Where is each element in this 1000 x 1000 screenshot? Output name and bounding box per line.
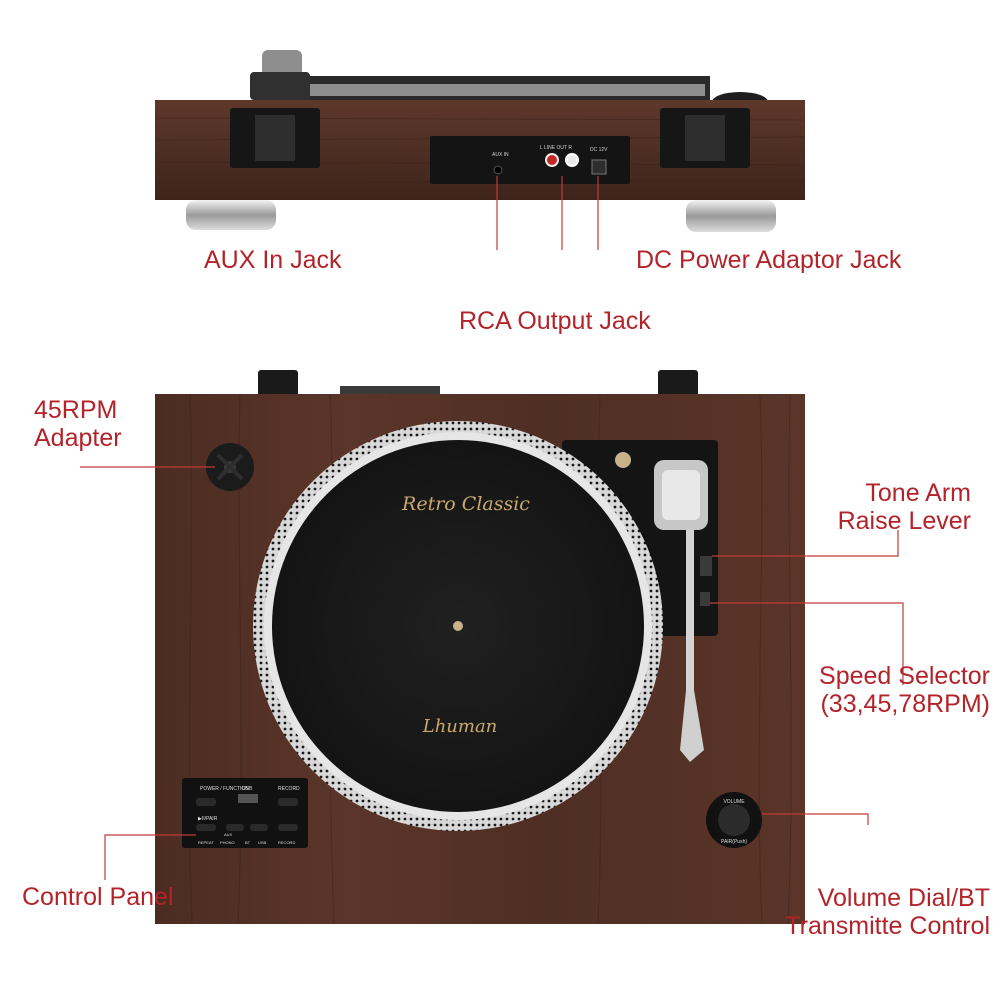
volume-dial-label-line1: Volume Dial/BT	[817, 884, 990, 912]
tone-arm[interactable]	[654, 460, 708, 762]
control-panel-label: Control Panel	[22, 883, 174, 911]
power-function-button[interactable]	[196, 798, 216, 806]
leader-lines-top	[496, 176, 599, 250]
spindle	[453, 621, 463, 631]
line-out-text: L LINE OUT R	[540, 145, 572, 151]
bt-text: BT	[245, 840, 251, 845]
repeat-text: REPEAT	[198, 840, 214, 845]
rca-left-jack[interactable]	[545, 153, 559, 167]
prev-button[interactable]	[226, 824, 244, 831]
dc-power-jack-label: DC Power Adaptor Jack	[636, 246, 902, 274]
aux-text: AUX	[224, 832, 233, 837]
pair-push-text: PAIR(Push)	[721, 839, 747, 845]
lid-hinge-right	[658, 370, 698, 398]
volume-text: VOLUME	[723, 799, 745, 805]
45rpm-adapter-label-line2: Adapter	[34, 424, 122, 452]
back-connector-panel	[430, 136, 630, 184]
foot-left	[186, 200, 276, 230]
phono-text: PHONO	[220, 840, 235, 845]
dc-jack[interactable]	[591, 159, 607, 175]
leader-lines-bottom	[80, 466, 904, 880]
volume-dial-label-line2: Transmitte Control	[785, 912, 990, 940]
tone-arm-label-line1: Tone Arm	[865, 479, 971, 507]
back-edge	[340, 386, 440, 396]
turntable-back-view: AUX IN L LINE OUT R DC 12V	[154, 50, 806, 250]
hinge-right	[660, 108, 750, 168]
record-button[interactable]	[278, 798, 298, 806]
tone-arm-raise-lever[interactable]	[700, 556, 712, 576]
play-pair-button[interactable]	[196, 824, 216, 831]
mat-brand-retro: Retro Classic	[401, 493, 530, 515]
tonearm-base	[250, 50, 310, 100]
power-function-text: POWER / FUNCTION	[200, 786, 249, 792]
record-small-text: RECORD	[278, 840, 295, 845]
tone-arm-label-line2: Raise Lever	[837, 507, 971, 535]
aux-in-jack-label: AUX In Jack	[204, 246, 342, 274]
record-text: RECORD	[278, 786, 300, 792]
speed-selector-label-line1: Speed Selector	[819, 662, 990, 690]
next-button[interactable]	[250, 824, 268, 831]
volume-dial[interactable]: VOLUME PAIR(Push)	[706, 792, 762, 848]
mat-brand-lhuman: Lhuman	[422, 716, 498, 737]
hinge-left	[230, 108, 320, 168]
usb-small-text: USB	[258, 840, 267, 845]
usb-port[interactable]	[238, 794, 258, 803]
aux-in-text: AUX IN	[492, 152, 509, 158]
play-pair-text: ▶II/PAIR	[198, 816, 218, 822]
speed-selector-switch[interactable]	[700, 592, 710, 606]
screw	[615, 452, 631, 468]
dc-text: DC 12V	[590, 147, 608, 153]
speed-selector-label-line2: (33,45,78RPM)	[820, 690, 990, 718]
rca-right-jack[interactable]	[565, 153, 579, 167]
turntable-top-view: Retro Classic Lhuman POWER / FUNCTION US…	[80, 370, 904, 925]
usb-text: USB	[242, 786, 253, 792]
repeat-button[interactable]	[278, 824, 298, 831]
rca-output-jack-label: RCA Output Jack	[459, 307, 651, 335]
lid-hinge-left	[258, 370, 298, 398]
45rpm-adapter-label-line1: 45RPM	[34, 396, 118, 424]
foot-right	[686, 200, 776, 232]
45rpm-adapter[interactable]	[206, 443, 254, 491]
aux-jack[interactable]	[493, 165, 503, 175]
